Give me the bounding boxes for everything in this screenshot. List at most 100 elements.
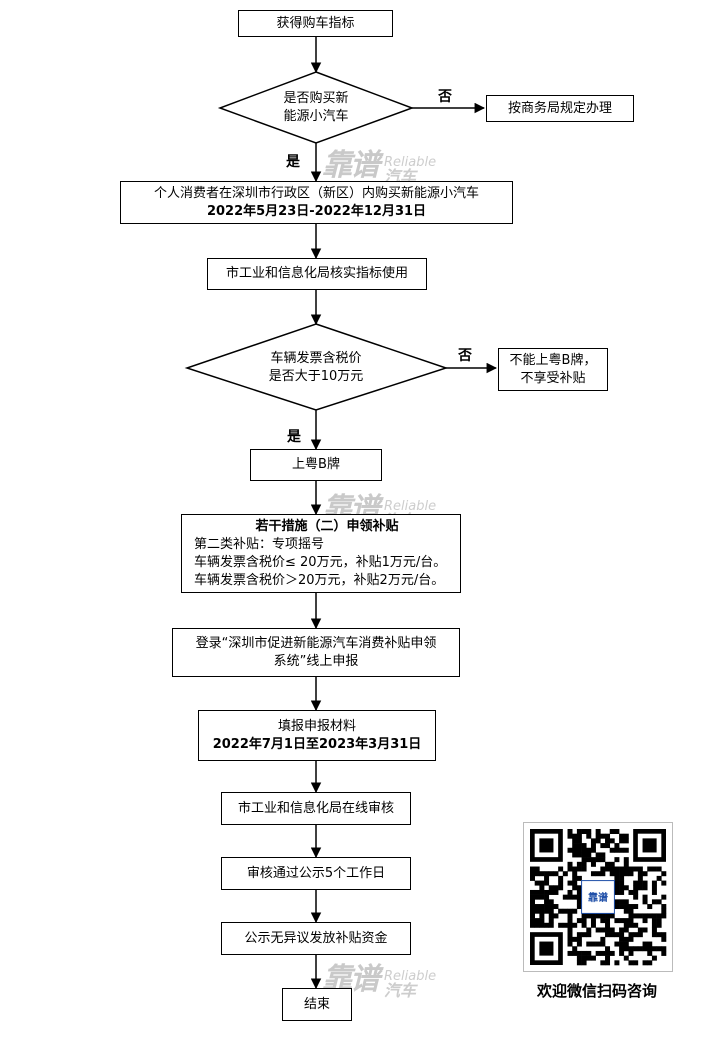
qr-module [637,871,643,877]
qr-module [619,927,625,933]
qr-module [567,918,573,924]
qr-module [647,941,653,947]
qr-module [619,838,625,844]
qr-module [539,871,545,877]
qr-module [651,885,657,891]
qr-module [572,950,578,956]
qr-module [567,936,573,942]
qr-module [530,922,535,928]
qr-module [590,922,596,928]
qr-module [619,946,625,952]
qr-module [567,894,573,900]
step-commerce-bureau: 按商务局规定办理 [486,95,634,122]
qr-module [647,960,653,966]
qr-module [567,913,573,919]
qr-module [628,960,634,966]
qr-module [544,894,550,900]
qr-module [623,904,629,910]
qr-module [539,885,545,891]
qr-module [586,932,592,938]
qr-module [647,866,653,872]
qr-module [567,866,573,872]
qr-module [605,843,611,849]
qr-module [567,932,573,938]
qr-module [572,866,578,872]
qr-module [614,960,620,966]
qr-module [637,880,643,886]
qr-module [614,904,620,910]
qr-module [581,852,587,858]
qr-module [609,847,615,853]
qr-module [623,847,629,853]
qr-module [614,857,620,863]
qr-module [628,871,634,877]
qr-module [633,894,639,900]
qr-module [628,950,634,956]
qr-module [609,861,615,867]
qr-module [581,861,587,867]
step-end: 结束 [282,988,352,1021]
qr-module [548,904,554,910]
qr-module [581,922,587,928]
qr-module [600,833,606,839]
qr-module [572,871,578,877]
qr-module [530,908,535,914]
qr-module [572,852,578,858]
qr-logo-text: 靠谱 [588,891,608,904]
qr-module [581,950,587,956]
qr-module [633,885,639,891]
qr-module [637,932,643,938]
qr-module [567,950,573,956]
qr-module [548,889,554,895]
qr-module [605,866,611,872]
qr-module [595,941,601,947]
qr-module [576,960,582,966]
qr-module [605,946,611,952]
qr-module [600,960,606,966]
qr-module [661,908,667,914]
qr-module [656,875,662,881]
qr-module [534,908,540,914]
step-online-system: 登录“深圳市促进新能源汽车消费补贴申领 系统”线上申报 [172,628,460,677]
qr-module [614,871,620,877]
qr-module [605,922,611,928]
qr-module [619,885,625,891]
qr-module [553,871,559,877]
qr-module [605,932,611,938]
qr-module [581,857,587,863]
qr-module [614,866,620,872]
qr-module [642,894,648,900]
qr-module [605,927,611,933]
qr-module [581,843,587,849]
qr-module [576,847,582,853]
qr-module [586,829,592,834]
qr-module [558,866,564,872]
qr-module [609,950,615,956]
qr-module [614,843,620,849]
qr-module [572,936,578,942]
qr-module [600,936,606,942]
qr-module [530,904,535,910]
qr-module [567,908,573,914]
qr-module [614,918,620,924]
qr-module [576,941,582,947]
wechat-qr-code[interactable]: 靠谱 [523,822,673,972]
qr-module [623,936,629,942]
qr-module [623,861,629,867]
qr-module [623,908,629,914]
qr-module [619,833,625,839]
qr-module [534,904,540,910]
qr-finder-2 [539,941,554,956]
qr-module [628,913,634,919]
qr-module [581,932,587,938]
qr-module [651,889,657,895]
qr-module [567,861,573,867]
qr-module [619,941,625,947]
qr-module [647,950,653,956]
qr-module [590,941,596,947]
qr-module [572,885,578,891]
qr-module [576,875,582,881]
qr-module [590,857,596,863]
qr-module [619,866,625,872]
qr-module [614,829,620,834]
